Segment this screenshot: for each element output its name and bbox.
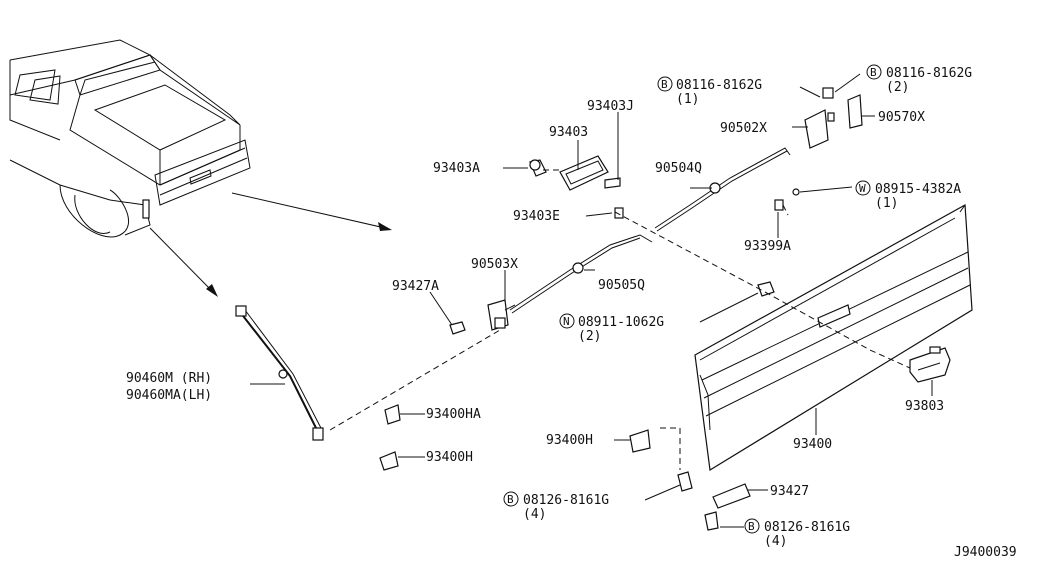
nut-symbol: N [563,315,570,328]
label-93400: 93400 [793,437,832,452]
label-b4-number: 08126-8161G [764,520,850,535]
label-b3-qty: (4) [523,507,546,522]
truck-illustration [9,39,251,238]
label-n1-qty: (2) [578,329,601,344]
bolt-callout-2: B 08116-8162G (2) [866,64,972,95]
label-n1-number: 08911-1062G [578,315,664,330]
bolt-callout-4: B 08126-8161G (4) [744,518,850,549]
bolt-symbol: B [870,66,877,79]
support-cable-90460m [235,305,324,441]
part-labels: 93403J 93403 93403A 93403E 90504Q 90502X… [126,64,1017,560]
label-93403e: 93403E [513,209,560,224]
small-parts [379,188,800,531]
label-93399a: 93399A [744,239,791,254]
diagram-id: J9400039 [954,545,1017,560]
label-93400h: 93400H [546,433,593,448]
label-90460ma: 90460MA(LH) [126,388,212,403]
label-90460m: 90460M (RH) [126,371,212,386]
label-90503x: 90503X [471,257,518,272]
label-w1-qty: (1) [875,196,898,211]
label-93403j: 93403J [587,99,634,114]
latch-90502x [804,87,863,149]
latch-90503x [487,299,516,331]
label-93403: 93403 [549,125,588,140]
handle-93803 [909,346,951,383]
label-93400ha: 93400HA [426,407,481,422]
label-93427a: 93427A [392,279,439,294]
label-b2-qty: (2) [886,80,909,95]
washer-callout: W 08915-4382A (1) [855,180,961,211]
bolt-callout-1: B 08116-8162G (1) [657,76,762,107]
label-90505q: 90505Q [598,278,645,293]
label-93400h-lower: 93400H [426,450,473,465]
tailgate-panel [694,204,973,471]
callout-arrows [149,192,392,297]
label-w1-number: 08915-4382A [875,182,961,197]
label-b2-number: 08116-8162G [886,66,972,81]
license-bracket-93403 [529,155,624,219]
label-93803: 93803 [905,399,944,414]
label-90570x: 90570X [878,110,925,125]
leader-lines [250,73,933,528]
label-b3-number: 08126-8161G [523,493,609,508]
label-90504q: 90504Q [655,161,702,176]
bolt-symbol: B [748,520,755,533]
label-b4-qty: (4) [764,534,787,549]
label-b1-qty: (1) [676,92,699,107]
label-93403a: 93403A [433,161,480,176]
bolt-symbol: B [661,78,668,91]
rods [509,147,791,314]
bolt-callout-3: B 08126-8161G (4) [503,491,609,522]
washer-symbol: W [859,182,866,195]
label-b1-number: 08116-8162G [676,78,762,93]
nut-callout: N 08911-1062G (2) [559,313,664,344]
label-90502x: 90502X [720,121,767,136]
label-93427: 93427 [770,484,809,499]
bolt-symbol: B [507,493,514,506]
assembly-lines [329,169,911,470]
